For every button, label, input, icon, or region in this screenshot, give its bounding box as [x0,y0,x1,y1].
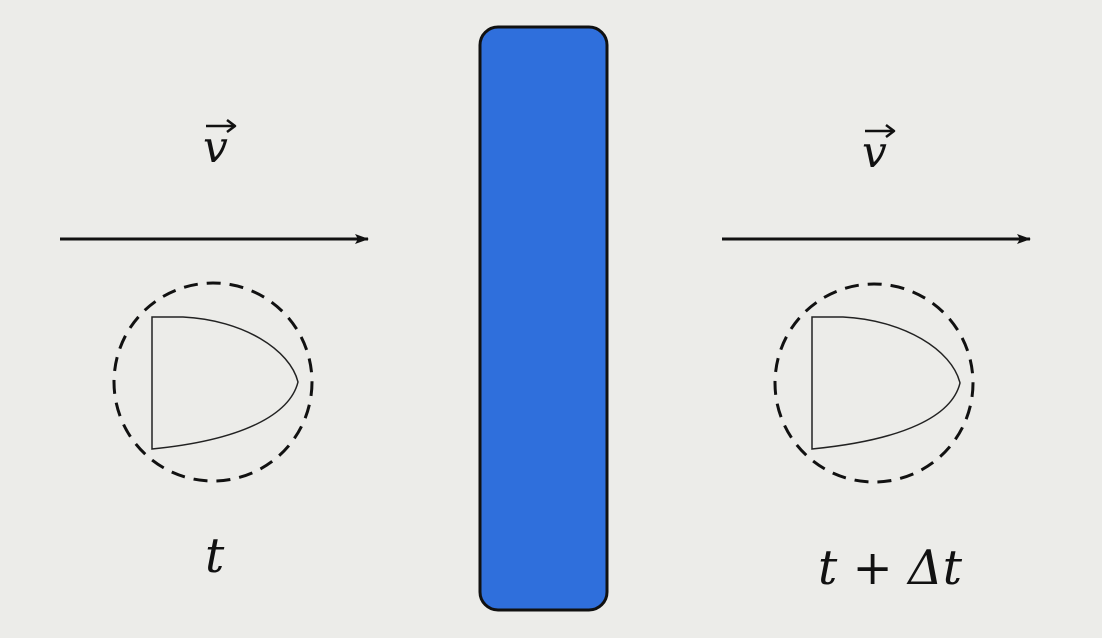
left-velocity-label-group: v [203,119,237,173]
right-velocity-label: v [862,127,887,178]
left-group: v t [60,119,369,584]
center-barrier [478,25,609,612]
right-pulse-shape [811,316,961,450]
left-time-label: t [205,528,225,584]
left-vector-accent-head [226,119,237,133]
left-dashed-circle [112,281,314,483]
right-time-label: t + Δt [818,540,963,596]
right-vector-accent-head [885,124,896,138]
right-dashed-circle [773,282,975,484]
left-pulse-shape [151,316,299,450]
right-group: v t + Δt [722,124,1031,596]
right-velocity-label-group: v [862,124,896,178]
left-velocity-label: v [203,122,228,173]
